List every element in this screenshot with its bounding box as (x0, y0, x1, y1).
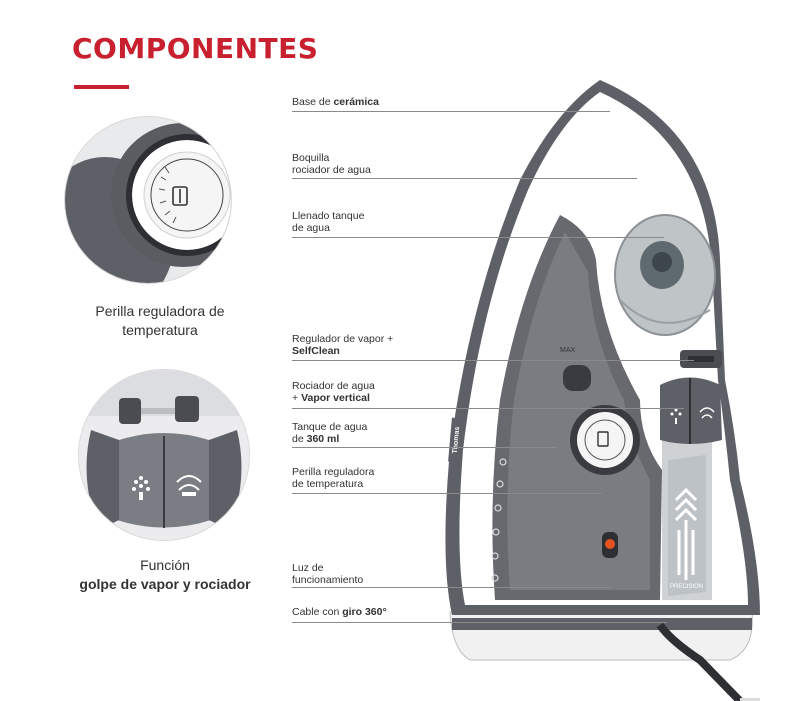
callout-steam-regulator-bold: SelfClean (292, 345, 340, 357)
callout-tank-bold: 360 ml (306, 433, 340, 445)
callout-temp-knob-line1: Perilla reguladora (292, 466, 375, 478)
steam-function-caption: Función golpe de vapor y rociador (45, 556, 285, 594)
callout-tank-fill: Llenado tanque de agua (292, 210, 364, 234)
steam-function-caption-line1: Función (140, 557, 190, 573)
callout-tank: Tanque de agua de 360 ml (292, 421, 367, 445)
nozzle-leader (292, 178, 637, 179)
ceramic-base-leader (292, 111, 610, 112)
temperature-knob-detail-image (65, 117, 231, 283)
callout-sprayer-line1: Rociador de agua (292, 380, 375, 392)
cable-leader (292, 622, 667, 623)
title-underline (74, 85, 129, 89)
callout-steam-regulator: Regulador de vapor + SelfClean (292, 333, 393, 357)
precision-label: PRECISION (670, 584, 703, 590)
callout-tank-fill-line1: Llenado tanque (292, 210, 365, 222)
callout-ceramic-base: Base de cerámica (292, 96, 379, 108)
callout-temp-knob: Perilla reguladora de temperatura (292, 466, 374, 490)
callout-cable-bold: giro 360° (342, 606, 387, 618)
callout-sprayer-bold: Vapor vertical (301, 392, 370, 404)
steam-regulator-leader (292, 360, 694, 361)
temperature-knob-caption: Perilla reguladora de temperatura (60, 302, 260, 340)
callout-cable: Cable con giro 360° (292, 606, 387, 618)
callout-power-light-line1: Luz de (292, 562, 324, 574)
callout-sprayer-prefix: + (292, 392, 302, 404)
power-light-leader (292, 587, 610, 588)
max-label: MAX (560, 347, 576, 354)
callout-sprayer: Rociador de agua + Vapor vertical (292, 380, 375, 404)
callout-tank-prefix: de (292, 433, 307, 445)
callout-temp-knob-line2: de temperatura (292, 478, 364, 490)
callout-ceramic-base-bold: cerámica (333, 96, 379, 108)
sprayer-leader (292, 408, 684, 409)
callout-cable-text: Cable con (292, 606, 343, 618)
callout-ceramic-base-text: Base de (292, 96, 334, 108)
steam-function-detail-image (79, 370, 249, 540)
callout-nozzle-line2: rociador de agua (292, 164, 371, 176)
temperature-knob-caption-line1: Perilla reguladora de (95, 303, 225, 319)
callout-power-light: Luz de funcionamiento (292, 562, 363, 586)
callout-nozzle-line1: Boquilla (292, 152, 330, 164)
temperature-knob-caption-line2: temperatura (122, 322, 198, 338)
tank-fill-leader (292, 237, 664, 238)
callout-steam-regulator-line1: Regulador de vapor + (292, 333, 394, 345)
steam-function-caption-line2: golpe de vapor y rociador (79, 576, 251, 592)
callout-tank-fill-line2: de agua (292, 222, 330, 234)
callout-tank-line1: Tanque de agua (292, 421, 368, 433)
brand-logo: Thomas (452, 426, 461, 453)
temp-knob-leader (292, 493, 602, 494)
tank-leader (292, 447, 557, 448)
page-title: COMPONENTES (72, 32, 319, 65)
callout-power-light-line2: funcionamiento (292, 574, 364, 586)
callout-nozzle: Boquilla rociador de agua (292, 152, 371, 176)
